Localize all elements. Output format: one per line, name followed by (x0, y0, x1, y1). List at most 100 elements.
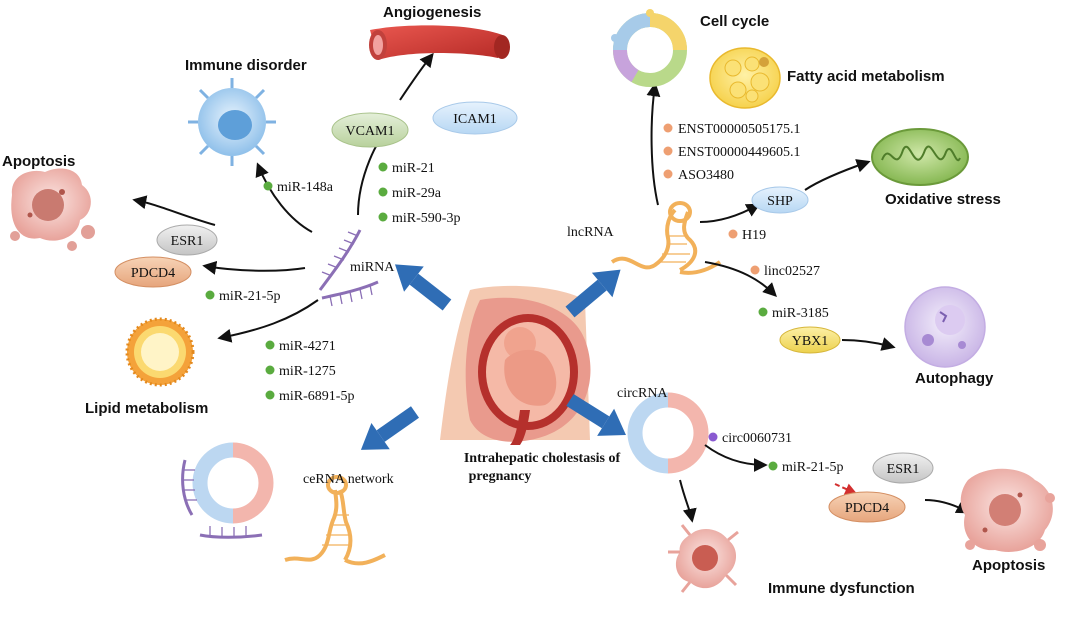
label-mir148a: miR-148a (277, 180, 334, 195)
blue-arrow-lncrna (565, 269, 621, 318)
label-h19: H19 (742, 228, 766, 243)
circrna-ring-icon (627, 392, 709, 474)
gene-esr1-right: ESR1 (887, 462, 920, 477)
lncrna-strand-icon (610, 201, 722, 275)
cerna-ring-icon (192, 442, 274, 524)
dot-mir68915p (265, 390, 275, 400)
dot-aso (663, 169, 673, 179)
outcome-apoptosis-left: Apoptosis (2, 153, 75, 170)
outcome-angiogenesis: Angiogenesis (383, 4, 481, 21)
label-aso: ASO3480 (678, 168, 734, 183)
dot-h19 (728, 229, 738, 239)
apoptotic-cell-right-icon (960, 468, 1055, 552)
gene-vcam1: VCAM1 (345, 124, 394, 139)
category-mirna: miRNA (350, 260, 395, 275)
gene-esr1-left: ESR1 (171, 234, 204, 249)
center-title-line2: pregnancy (469, 469, 532, 484)
lipid-vesicle-icon (125, 317, 195, 387)
label-enst2: ENST00000449605.1 (678, 145, 801, 160)
arrow-to-mir215p-right (704, 444, 768, 472)
pill-icam1: ICAM1 (432, 101, 518, 135)
blood-vessel-icon (369, 25, 510, 60)
arrow-to-cell-cycle (646, 82, 661, 206)
dot-mir215p-left (205, 290, 215, 300)
label-mir21: miR-21 (392, 161, 435, 176)
arrow-to-immune-disorder (255, 162, 313, 233)
gene-shp: SHP (767, 194, 793, 209)
immune-cell-icon (188, 78, 276, 166)
pill-vcam1: VCAM1 (331, 112, 409, 148)
autophagy-cell-icon (904, 286, 986, 368)
immune-dysfunction-cell-icon (668, 524, 739, 593)
label-mir215p-right: miR-21-5p (782, 460, 843, 475)
blue-arrow-cerna (360, 406, 420, 450)
label-mir5903p: miR-590-3p (392, 211, 460, 226)
arrow-to-pdcd4-left (202, 260, 306, 275)
label-mir3185: miR-3185 (772, 306, 829, 321)
outcome-immune-dysfunction: Immune dysfunction (768, 580, 915, 597)
label-enst1: ENST00000505175.1 (678, 122, 801, 137)
cerna-lncrna-strand-icon (284, 475, 386, 566)
pregnancy-illustration (440, 285, 591, 445)
big-arrows (360, 264, 626, 450)
dot-mir148a (263, 181, 273, 191)
outcome-apoptosis-right: Apoptosis (972, 557, 1045, 574)
cerna-mirna-strand-icon (181, 459, 263, 539)
blue-arrow-circrna (566, 394, 626, 436)
dot-mir4271 (265, 340, 275, 350)
label-circ: circ0060731 (722, 431, 792, 446)
dot-mir215p-right (768, 461, 778, 471)
dot-mir3185 (758, 307, 768, 317)
cell-cycle-icon (611, 9, 687, 87)
outcome-oxidative-stress: Oxidative stress (885, 191, 1001, 208)
label-mir68915p: miR-6891-5p (279, 389, 354, 404)
dot-mir1275 (265, 365, 275, 375)
pill-ybx1: YBX1 (779, 326, 841, 354)
apoptotic-cell-left-icon (10, 168, 95, 251)
gene-pdcd4-right: PDCD4 (845, 501, 889, 516)
category-circrna: circRNA (617, 386, 668, 401)
gene-icam1: ICAM1 (453, 112, 497, 127)
label-mir1275: miR-1275 (279, 364, 336, 379)
pill-shp: SHP (751, 186, 809, 214)
dot-enst2 (663, 146, 673, 156)
pill-esr1-left: ESR1 (156, 224, 218, 256)
arrow-to-immune-dysfunction (679, 479, 697, 523)
pill-pdcd4-left: PDCD4 (114, 256, 192, 288)
arrow-shp-to-mito (804, 159, 871, 191)
center-title-line1: Intrahepatic cholestasis of (464, 451, 621, 466)
outcome-immune-disorder: Immune disorder (185, 57, 307, 74)
category-lncrna: lncRNA (567, 225, 615, 240)
dot-linc (750, 265, 760, 275)
arrow-ybx1-to-autophagy (841, 337, 896, 351)
dot-circ (708, 432, 718, 442)
blue-arrow-mirna (394, 264, 452, 311)
mitochondrion-icon (871, 128, 969, 186)
fatty-acid-cell-icon (709, 47, 781, 109)
arrow-vcam-to-vessel (399, 52, 434, 101)
mirna-strand-icon (318, 229, 379, 307)
arrow-inhibit-pdcd4-right (834, 483, 858, 495)
label-mir4271: miR-4271 (279, 339, 336, 354)
arrow-to-apoptosis-left (132, 195, 216, 226)
arrow-to-lipid (217, 299, 319, 343)
outcome-cell-cycle: Cell cycle (700, 13, 769, 30)
category-cerna: ceRNA network (303, 472, 394, 487)
label-mir29a: miR-29a (392, 186, 442, 201)
pill-esr1-right: ESR1 (872, 452, 934, 484)
outcome-lipid-metabolism: Lipid metabolism (85, 400, 208, 417)
dot-mir21 (378, 162, 388, 172)
dot-mir29a (378, 187, 388, 197)
gene-ybx1: YBX1 (792, 334, 829, 349)
outcome-autophagy: Autophagy (915, 370, 994, 387)
arrow-to-shp (699, 203, 761, 223)
pill-pdcd4-right: PDCD4 (828, 491, 906, 523)
label-linc: linc02527 (764, 264, 820, 279)
label-mir215p-left: miR-21-5p (219, 289, 280, 304)
arrow-to-mir3185 (704, 261, 777, 297)
outcome-fatty-acid: Fatty acid metabolism (787, 68, 945, 85)
gene-pdcd4-left: PDCD4 (131, 266, 175, 281)
dot-mir5903p (378, 212, 388, 222)
dot-enst1 (663, 123, 673, 133)
